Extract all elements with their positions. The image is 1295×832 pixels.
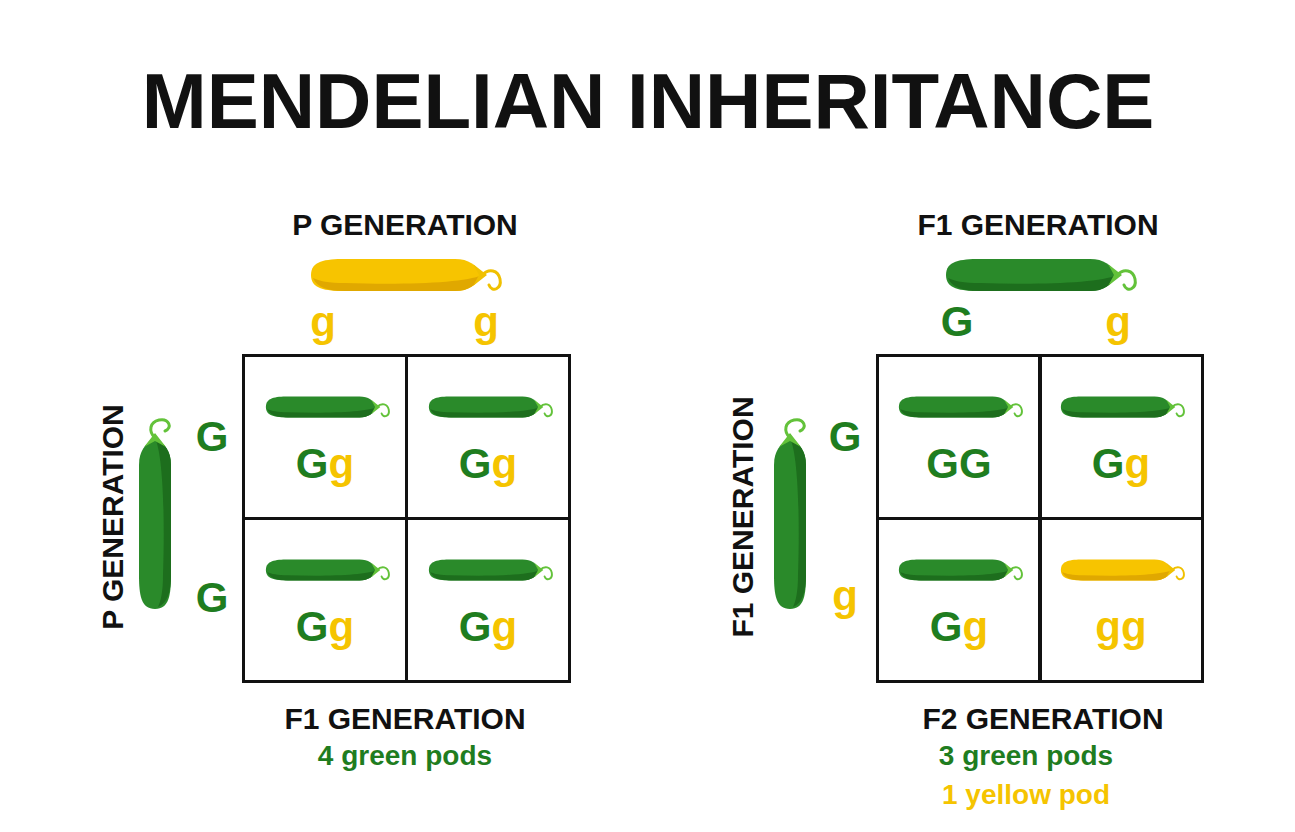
allele-letter: g — [963, 603, 989, 650]
generation-label: F2 GENERATION — [922, 704, 1163, 734]
yellow-pod — [1061, 560, 1184, 581]
allele-letter: G — [959, 440, 992, 487]
generation-label: F1 GENERATION — [917, 210, 1158, 240]
allele-letter: g — [1105, 301, 1131, 343]
allele-letter: g — [329, 440, 355, 487]
green-pod — [266, 397, 389, 418]
genotype: Gg — [245, 606, 405, 648]
allele-letter: g — [832, 575, 858, 617]
allele-letter: g — [310, 301, 336, 343]
green-pod — [899, 397, 1022, 418]
genotype: gg — [1041, 606, 1201, 648]
allele-letter: G — [459, 440, 492, 487]
allele-letter: G — [1092, 440, 1125, 487]
punnett-cell: Gg — [1038, 354, 1204, 520]
genotype: GG — [879, 443, 1039, 485]
genotype: Gg — [245, 443, 405, 485]
allele-letter: G — [926, 440, 959, 487]
green-pod — [139, 420, 171, 609]
green-pod — [429, 397, 552, 418]
generation-label: F1 GENERATION — [284, 704, 525, 734]
generation-label: F1 GENERATION — [728, 396, 758, 637]
punnett-cell: Gg — [405, 517, 571, 683]
result-text: 3 green pods — [939, 742, 1113, 770]
yellow-pod — [311, 259, 500, 291]
generation-label: P GENERATION — [292, 210, 518, 240]
green-pod — [1061, 397, 1184, 418]
green-pod — [774, 420, 806, 609]
generation-label: P GENERATION — [98, 404, 128, 630]
allele-letter: G — [829, 416, 862, 458]
green-pod — [429, 560, 552, 581]
punnett-cell: Gg — [405, 354, 571, 520]
genotype: Gg — [408, 443, 568, 485]
green-pod — [946, 259, 1135, 291]
punnett-cell: Gg — [242, 517, 408, 683]
allele-letter: g — [492, 603, 518, 650]
genotype: Gg — [1041, 443, 1201, 485]
result-text: 4 green pods — [318, 742, 492, 770]
green-pod — [899, 560, 1022, 581]
punnett-cell: Gg — [242, 354, 408, 520]
title: MENDELIAN INHERITANCE — [142, 62, 1155, 140]
allele-letter: G — [459, 603, 492, 650]
allele-letter: G — [296, 440, 329, 487]
allele-letter: g — [473, 301, 499, 343]
genotype: Gg — [879, 606, 1039, 648]
allele-letter: G — [296, 603, 329, 650]
allele-letter: G — [196, 416, 229, 458]
allele-letter: g — [329, 603, 355, 650]
allele-letter: g — [1095, 603, 1121, 650]
punnett-cell: gg — [1038, 517, 1204, 683]
allele-letter: g — [1121, 603, 1147, 650]
green-pod — [266, 560, 389, 581]
punnett-cell: Gg — [876, 517, 1042, 683]
allele-letter: G — [930, 603, 963, 650]
punnett-cell: GG — [876, 354, 1042, 520]
allele-letter: g — [492, 440, 518, 487]
allele-letter: G — [196, 577, 229, 619]
allele-letter: g — [1125, 440, 1151, 487]
allele-letter: G — [941, 301, 974, 343]
result-text: 1 yellow pod — [942, 781, 1110, 809]
genotype: Gg — [408, 606, 568, 648]
